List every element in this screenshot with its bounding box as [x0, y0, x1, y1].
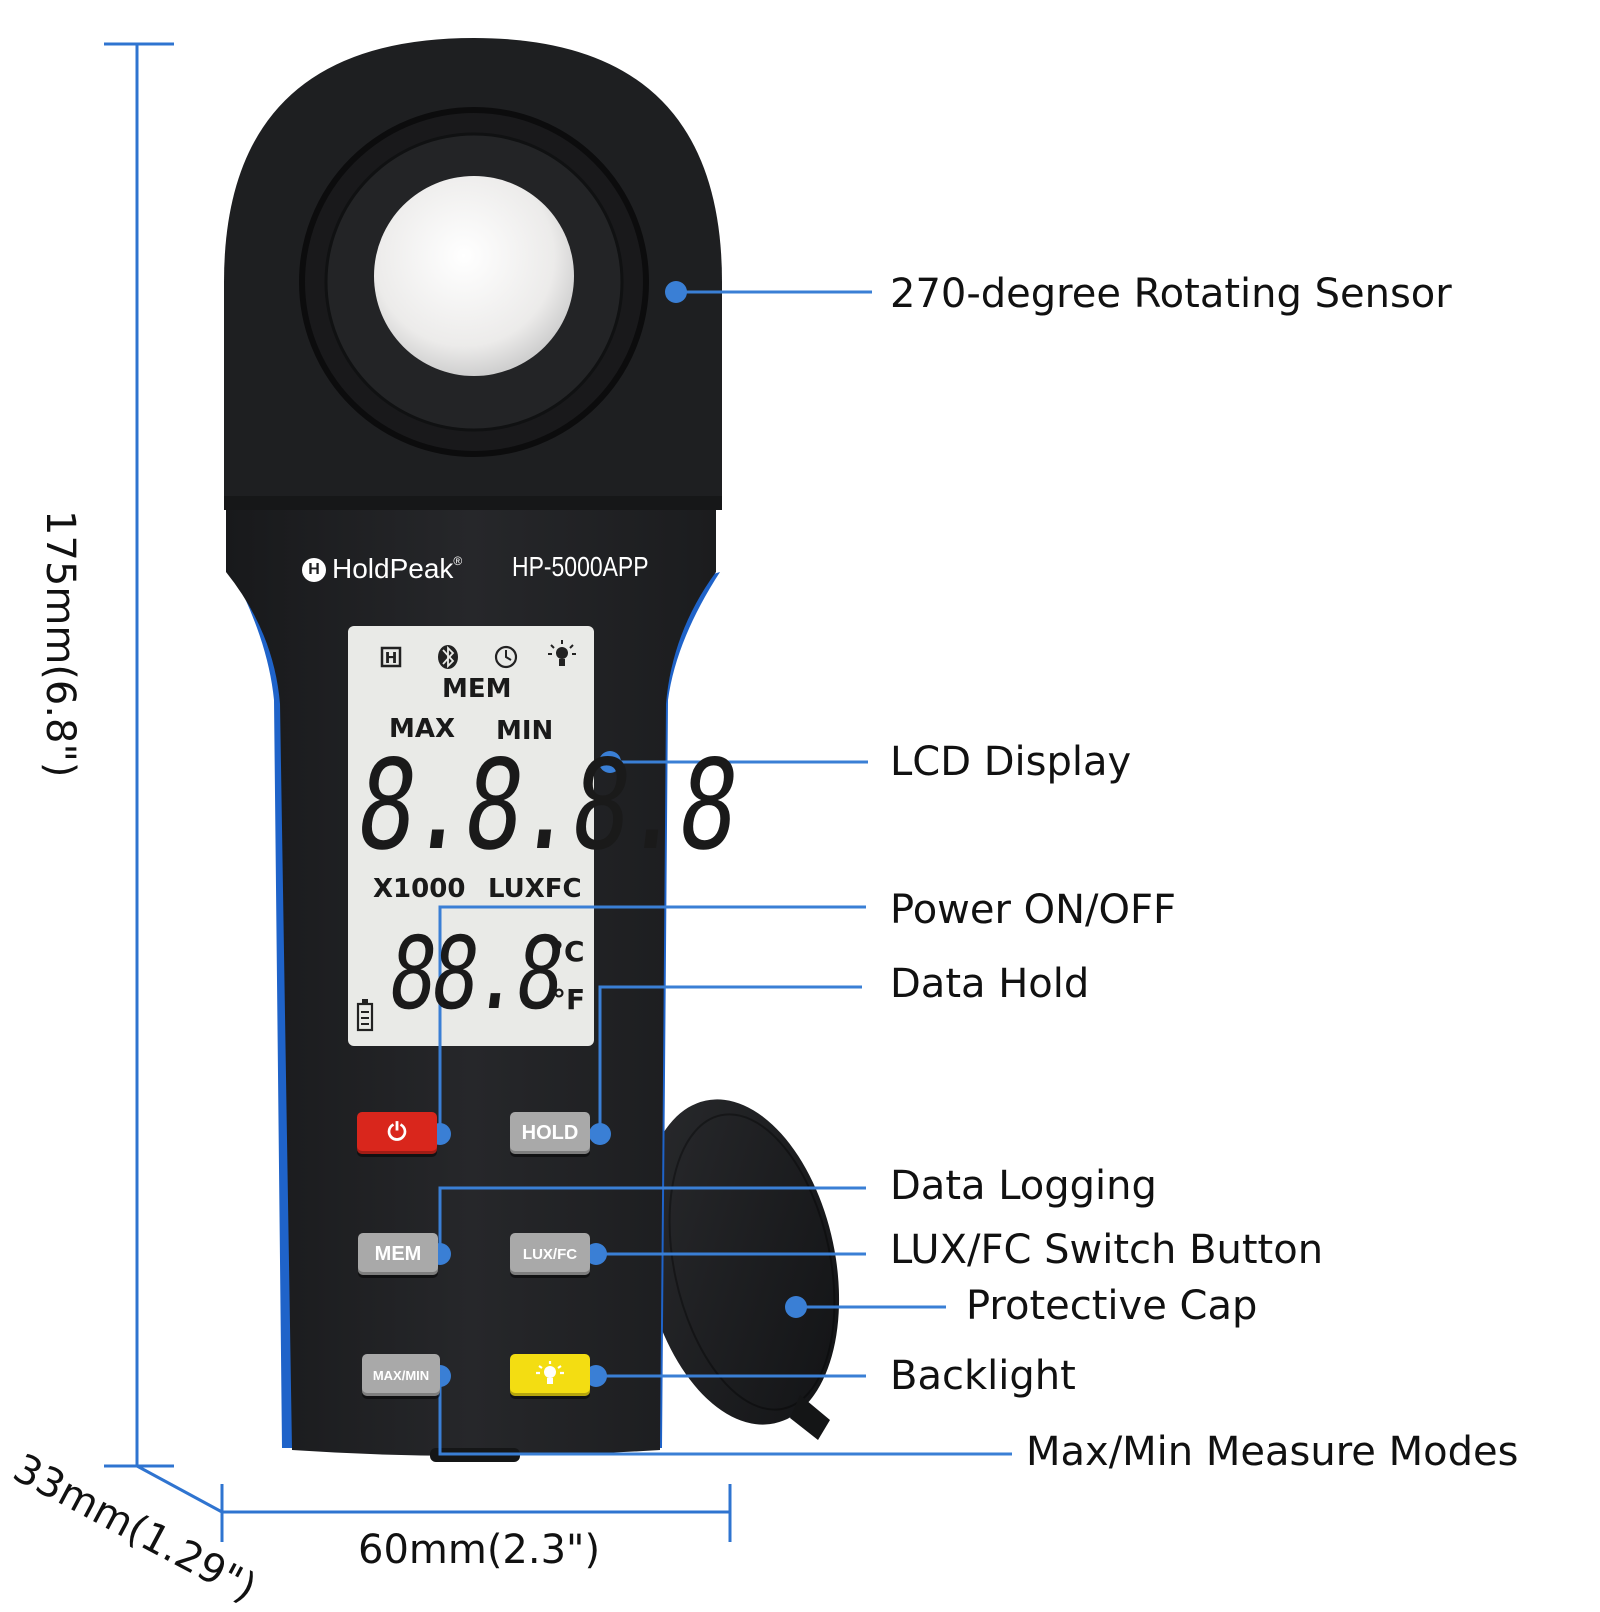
callout-lines	[438, 290, 1012, 1456]
height-dimension-label: 175mm(6.8")	[37, 510, 83, 778]
callout-maxmin: Max/Min Measure Modes	[1026, 1429, 1519, 1475]
power-button[interactable]: ⏻	[357, 1112, 437, 1154]
lcd-backlight-icon	[548, 640, 576, 666]
callout-logging: Data Logging	[890, 1163, 1157, 1209]
callout-hold: Data Hold	[890, 961, 1090, 1007]
callout-lcd: LCD Display	[890, 739, 1132, 785]
model-number: HP-5000APP	[512, 551, 649, 582]
width-dimension-label: 60mm(2.3")	[358, 1527, 601, 1573]
lcd-mem-indicator: MEM	[442, 674, 512, 704]
lcd-multiplier: X1000	[373, 874, 466, 904]
lcd-main-reading: 8.8.8.8	[349, 734, 743, 878]
brand-mark: ®	[453, 554, 463, 568]
depth-dimension-line	[136, 1464, 223, 1514]
battery-icon	[356, 999, 374, 1032]
width-dimension-line	[220, 1484, 732, 1542]
bluetooth-icon	[438, 645, 458, 669]
clock-icon	[494, 645, 518, 669]
backlight-icon	[536, 1361, 564, 1384]
callout-backlight: Backlight	[890, 1353, 1076, 1399]
brand-name-text: HoldPeak	[332, 553, 454, 584]
lcd-hold-icon: H	[380, 646, 402, 668]
lcd-min-indicator: MIN	[496, 716, 554, 746]
callout-sensor: 270-degree Rotating Sensor	[890, 271, 1452, 317]
callout-power: Power ON/OFF	[890, 887, 1177, 933]
lux-fc-button[interactable]: LUX/FC	[510, 1233, 590, 1275]
hold-button[interactable]: HOLD	[510, 1112, 590, 1154]
protective-cap	[640, 1099, 840, 1440]
max-min-button[interactable]: MAX/MIN	[362, 1354, 440, 1396]
callout-cap: Protective Cap	[966, 1283, 1258, 1329]
lcd-temperature-reading: 88.8	[382, 915, 567, 1032]
lcd-panel	[348, 626, 594, 1046]
height-dimension-line	[104, 42, 174, 1468]
lcd-unit: LUXFC	[488, 874, 582, 904]
mem-button[interactable]: MEM	[358, 1233, 438, 1275]
backlight-button[interactable]	[510, 1354, 590, 1396]
callout-luxfc: LUX/FC Switch Button	[890, 1227, 1324, 1273]
lcd-celsius: °C	[550, 935, 585, 968]
lcd-fahrenheit: °F	[552, 983, 586, 1016]
brand-logo-icon: H	[302, 558, 326, 582]
brand-name: HoldPeak®	[332, 555, 462, 583]
svg-text:H: H	[385, 649, 398, 667]
sensor-dome	[374, 176, 574, 376]
lcd-max-indicator: MAX	[389, 714, 456, 744]
